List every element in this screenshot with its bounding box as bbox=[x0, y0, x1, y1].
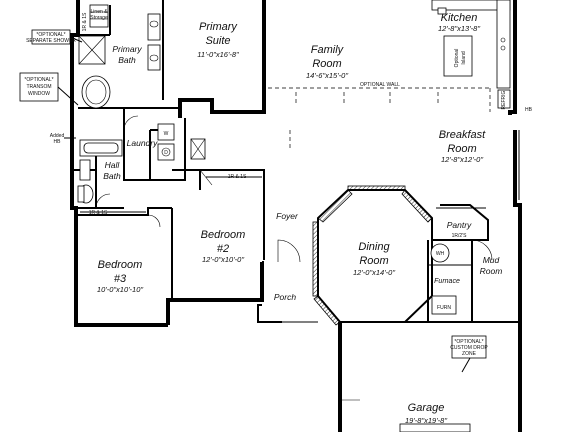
note-boxes bbox=[19, 29, 487, 373]
dining-room-dims: 12'-0"x14'-0" bbox=[353, 268, 395, 277]
shelf-note-2: 1R & 1S bbox=[228, 174, 247, 180]
laundry-fixtures bbox=[157, 123, 206, 161]
shelf-note-3: 1R & 1S bbox=[82, 12, 88, 31]
breakfast-room-name2: Room bbox=[447, 143, 476, 155]
interior-walls bbox=[74, 0, 520, 323]
linen-note-2: Storage bbox=[90, 15, 108, 21]
shower-note-1: *OPTIONAL* bbox=[36, 32, 65, 38]
garage-dims: 19'-8"x19'-8" bbox=[405, 416, 447, 425]
family-room-name2: Room bbox=[312, 58, 341, 70]
bedroom2-name2: #2 bbox=[217, 243, 229, 255]
garage-name: Garage bbox=[408, 402, 445, 414]
foyer-name: Foyer bbox=[276, 211, 299, 221]
linen-note-1: Linen & bbox=[91, 9, 109, 15]
mud-room-name2: Room bbox=[480, 266, 503, 276]
primary-suite-name1: Primary bbox=[199, 21, 238, 33]
windows bbox=[518, 130, 522, 300]
dryer-label: D bbox=[164, 150, 168, 156]
added-hb-1: Added bbox=[50, 133, 65, 139]
dashed-guides bbox=[268, 87, 492, 150]
dining-room-name2: Room bbox=[359, 255, 388, 267]
transom-note-2: TRANSOM bbox=[27, 84, 52, 90]
shelf-note-1: 1R & 1S bbox=[89, 210, 108, 216]
furn-label: FURN bbox=[437, 305, 451, 311]
hall-bath-fixtures bbox=[77, 139, 123, 204]
bedroom2-name1: Bedroom bbox=[201, 229, 246, 241]
primary-suite-dims: 11'-0"x16'-8" bbox=[197, 50, 239, 59]
refrig-label: REFRIG bbox=[501, 90, 507, 109]
hall-bath-name2: Bath bbox=[103, 171, 121, 181]
porch-name: Porch bbox=[274, 292, 296, 302]
drop-note-1: *OPTIONAL* bbox=[454, 339, 483, 345]
furnace-name: Furnace bbox=[434, 278, 460, 285]
drop-note-2: CUSTOM DROP bbox=[450, 345, 488, 351]
bedroom3-dims: 10'-0"x10'-10" bbox=[97, 285, 143, 294]
island-note-1: Optional bbox=[454, 49, 460, 68]
primary-bath-name2: Bath bbox=[118, 55, 136, 65]
pantry-name: Pantry bbox=[447, 220, 472, 230]
breakfast-room-name1: Breakfast bbox=[439, 129, 486, 141]
shelving bbox=[80, 176, 486, 213]
optional-island bbox=[443, 35, 473, 77]
bedroom3-name2: #3 bbox=[114, 273, 127, 285]
transom-note-3: WINDOW bbox=[28, 91, 50, 97]
family-room-dims: 14'-6"x15'-0" bbox=[306, 71, 348, 80]
doors bbox=[95, 115, 493, 432]
pantry-shelf-note: 1R/2'S bbox=[452, 233, 468, 239]
family-room-name1: Family bbox=[311, 44, 345, 56]
island-note-2: Island bbox=[461, 51, 467, 65]
mechanical bbox=[430, 243, 457, 315]
bedroom3-name1: Bedroom bbox=[98, 259, 143, 271]
breakfast-room-dims: 12'-8"x12'-0" bbox=[441, 155, 483, 164]
washer-label: W bbox=[164, 131, 169, 137]
hall-bath-name1: Hall bbox=[105, 160, 121, 170]
annotations: Linen & Storage *OPTIONAL* SEPARATE SHOW… bbox=[24, 9, 532, 357]
shower-note-2: SEPARATE SHOWER bbox=[26, 38, 76, 44]
added-hb-2: HB bbox=[54, 139, 62, 145]
primary-suite-name2: Suite bbox=[205, 35, 230, 47]
room-labels: Primary Suite 11'-0"x16'-8" Family Room … bbox=[97, 12, 502, 425]
hb-right: HB bbox=[525, 107, 533, 113]
optional-wall-label: OPTIONAL WALL bbox=[360, 82, 400, 88]
kitchen-cabinets bbox=[431, 0, 511, 109]
drop-note-3: ZONE bbox=[462, 351, 477, 357]
kitchen-dims: 12'-8"x13'-8" bbox=[438, 24, 480, 33]
mud-room-name1: Mud bbox=[483, 255, 500, 265]
bedroom2-dims: 12'-0"x10'-0" bbox=[202, 255, 244, 264]
transom-note-1: *OPTIONAL* bbox=[24, 77, 53, 83]
primary-bath-fixtures bbox=[78, 4, 161, 109]
wh-label: WH bbox=[436, 251, 445, 257]
kitchen-name: Kitchen bbox=[441, 12, 478, 24]
primary-bath-name1: Primary bbox=[112, 44, 142, 54]
laundry-name: Laundry bbox=[127, 138, 158, 148]
dining-bay-hatch bbox=[312, 185, 433, 326]
dining-room-name1: Dining bbox=[358, 241, 390, 253]
exterior-walls bbox=[70, 0, 522, 432]
